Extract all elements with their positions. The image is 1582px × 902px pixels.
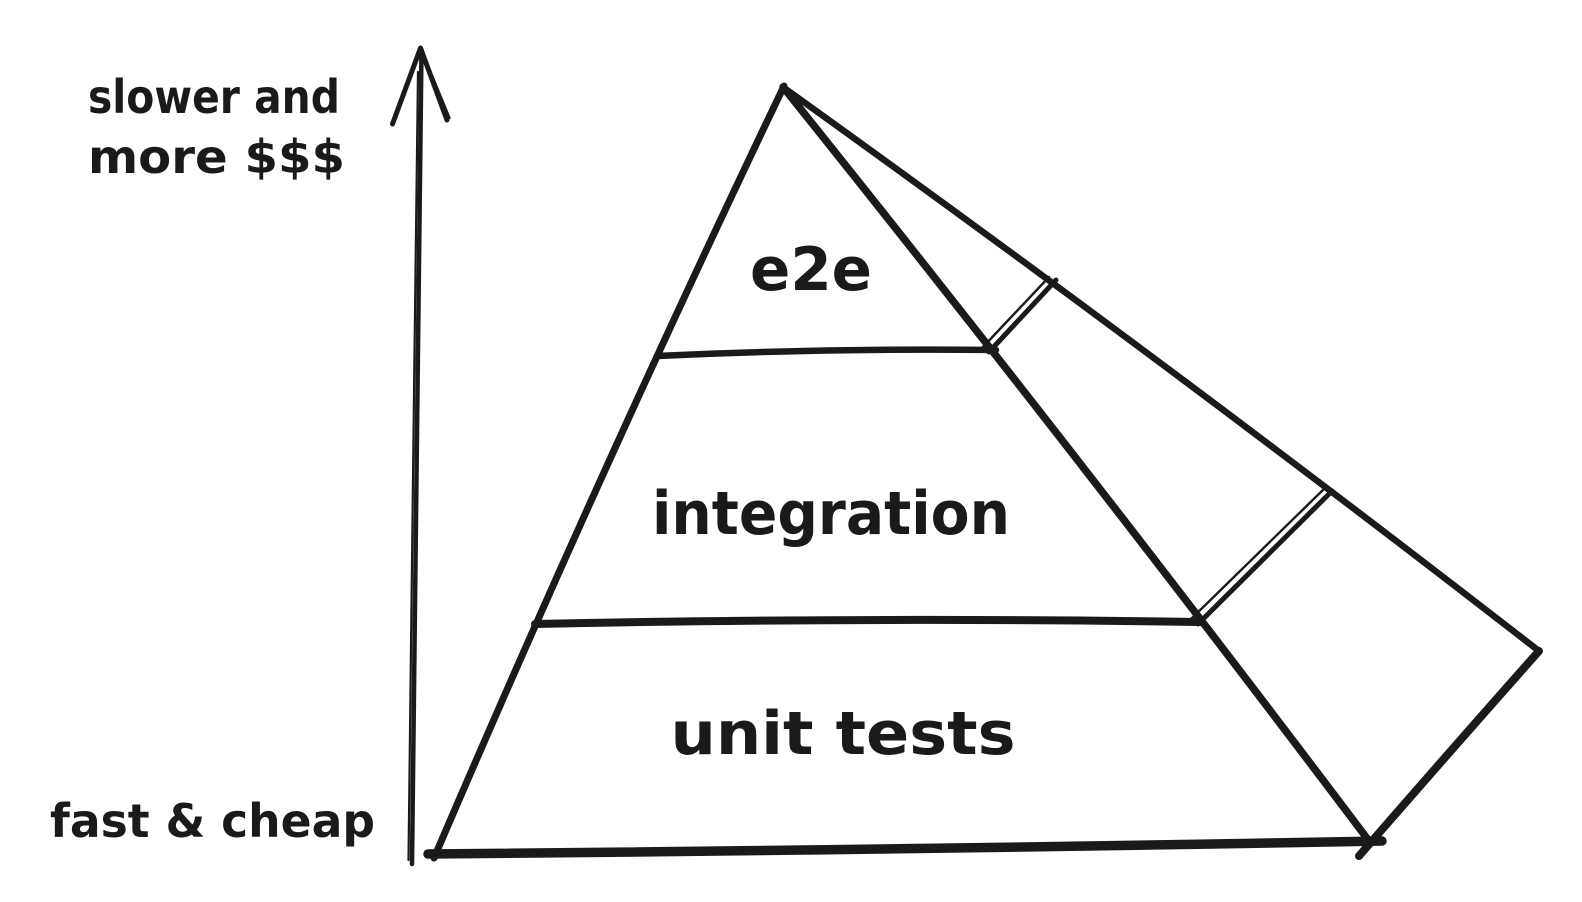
side-divider-e2e — [986, 277, 1059, 355]
axis-label-bottom: fast & cheap — [50, 794, 375, 848]
pyramid-base-edge — [423, 836, 1387, 859]
arrow-up-icon — [390, 45, 450, 127]
y-axis: slower and more $$$ fast & cheap — [50, 45, 451, 867]
side-divider-integration-doublestroke — [1189, 485, 1328, 621]
arrow-shaft-doublestroke — [407, 70, 420, 862]
axis-label-top-line2: more $$$ — [88, 130, 345, 184]
side-divider-e2e-doublestroke — [980, 275, 1051, 350]
pyramid-side-top-edge — [783, 86, 1543, 655]
pyramid: e2e integration unit tests — [423, 82, 1543, 862]
pyramid-front-right-edge — [779, 83, 1373, 845]
divider-integration-unit — [531, 615, 1204, 628]
side-divider-integration — [1195, 488, 1335, 627]
level-label-e2e: e2e — [750, 235, 872, 305]
pyramid-side-bottom-edge — [1355, 647, 1543, 860]
arrow-shaft — [409, 47, 424, 867]
pyramid-front-left-edge — [430, 82, 788, 862]
level-label-integration: integration — [652, 479, 1010, 549]
divider-e2e-integration — [653, 346, 1000, 360]
level-label-unit-tests: unit tests — [671, 699, 1016, 769]
axis-label-top-line1: slower and — [88, 70, 340, 124]
arrow-head-doublestroke — [422, 54, 451, 120]
